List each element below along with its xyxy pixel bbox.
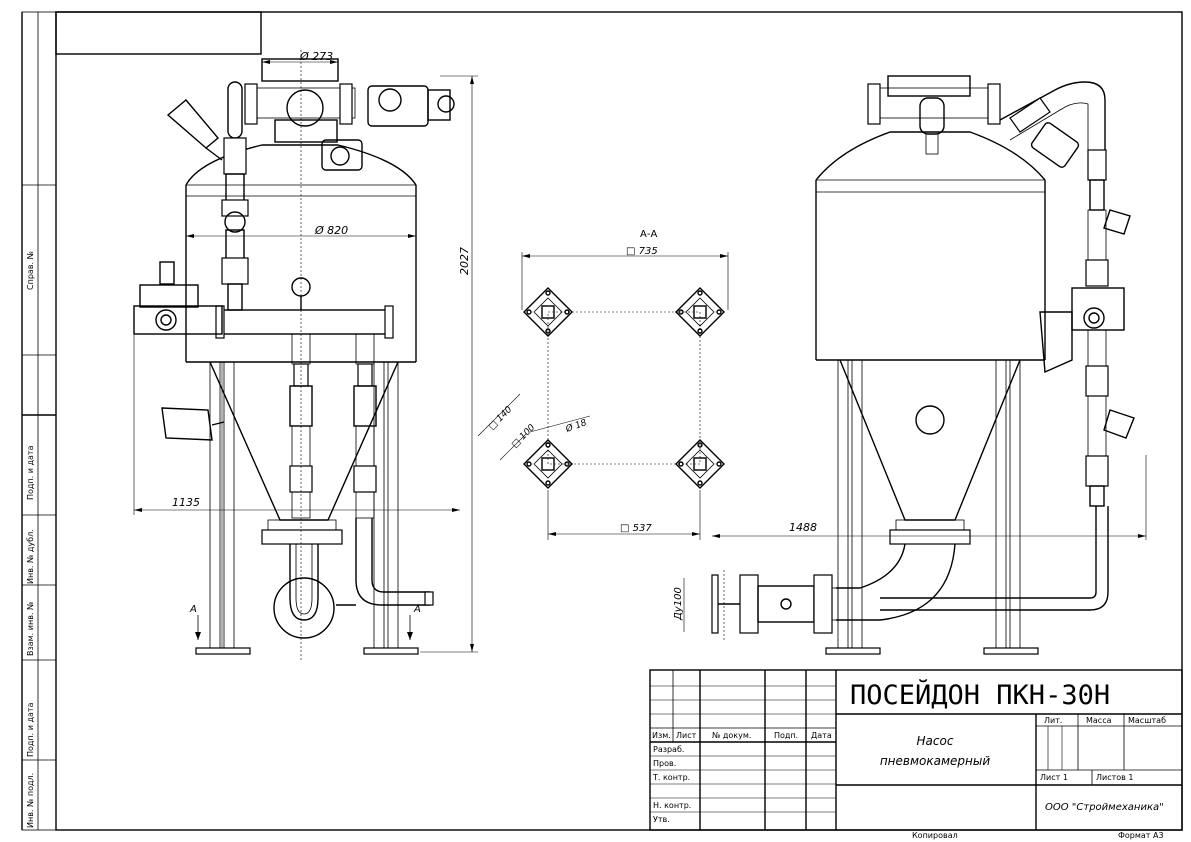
section-a-a: А-А □ 735: [477, 229, 729, 540]
col-date: Дата: [811, 731, 832, 740]
stamp-vzam: Взам. инв. №: [26, 601, 35, 656]
col-list: Лист: [676, 731, 697, 740]
dim-du100: Ду100: [673, 587, 684, 621]
mark-a-left: А: [189, 604, 197, 615]
stamp-podp2: Подп. и дата: [26, 702, 35, 757]
side-stamp: Справ. № Подп. и дата Инв. № дубл. Взам.…: [26, 250, 35, 828]
title-block: Изм. Лист № докум. Подп. Дата Разраб. Пр…: [649, 669, 1183, 840]
row-prov: Пров.: [653, 759, 676, 768]
sheets-label: Листов 1: [1096, 773, 1134, 782]
row-utv: Утв.: [653, 815, 670, 824]
product-title: ПОСЕЙДОН ПКН-30Н: [850, 679, 1110, 711]
dim-d273: Ø 273: [299, 50, 333, 63]
col-doc: № докум.: [712, 731, 751, 740]
front-dimensions: Ø 273 Ø 820 2027 1135 А А: [133, 50, 478, 653]
dim-h2027: 2027: [458, 247, 471, 275]
company-name: ООО "Строймеханика": [1045, 802, 1164, 813]
scale-label: Масштаб: [1128, 716, 1166, 725]
dim-sq735: □ 735: [626, 246, 658, 257]
dim-sq140: □ 140: [487, 405, 514, 432]
stamp-inv-dubl: Инв. № дубл.: [26, 529, 35, 584]
dim-sq100: □ 100: [510, 423, 537, 450]
stamp-podp1: Подп. и дата: [26, 445, 35, 500]
dim-d820: Ø 820: [314, 224, 348, 237]
side-dimensions: 1488 Ду100: [673, 455, 1147, 632]
pad-bl: [523, 439, 573, 489]
front-view: [133, 50, 455, 660]
col-izm: Изм.: [652, 731, 671, 740]
mass-label: Масса: [1086, 716, 1112, 725]
dim-sq537: □ 537: [620, 523, 652, 534]
format-label: Формат А3: [1118, 831, 1164, 840]
row-razrab: Разраб.: [653, 745, 684, 754]
row-tkontr: Т. контр.: [652, 773, 690, 782]
copied-label: Копировал: [912, 831, 958, 840]
row-nkontr: Н. контр.: [653, 801, 691, 810]
name-line2: пневмокамерный: [880, 754, 991, 768]
stamp-sprav: Справ. №: [26, 250, 35, 290]
stamp-inv-podl: Инв. № подл.: [26, 773, 35, 828]
dim-w1488: 1488: [789, 521, 817, 534]
dim-w1135: 1135: [172, 496, 200, 509]
sheet-label: Лист 1: [1040, 773, 1068, 782]
lit-label: Лит.: [1044, 716, 1062, 725]
pad-tr: [675, 287, 725, 337]
side-view: [711, 75, 1135, 655]
section-label: А-А: [640, 229, 657, 240]
mark-a-right: А: [413, 604, 421, 615]
sheet-frame: [21, 11, 1183, 831]
col-podp: Подп.: [774, 731, 798, 740]
pad-tl: [523, 287, 573, 337]
name-line1: Насос: [917, 734, 954, 748]
pad-br: [675, 439, 725, 489]
